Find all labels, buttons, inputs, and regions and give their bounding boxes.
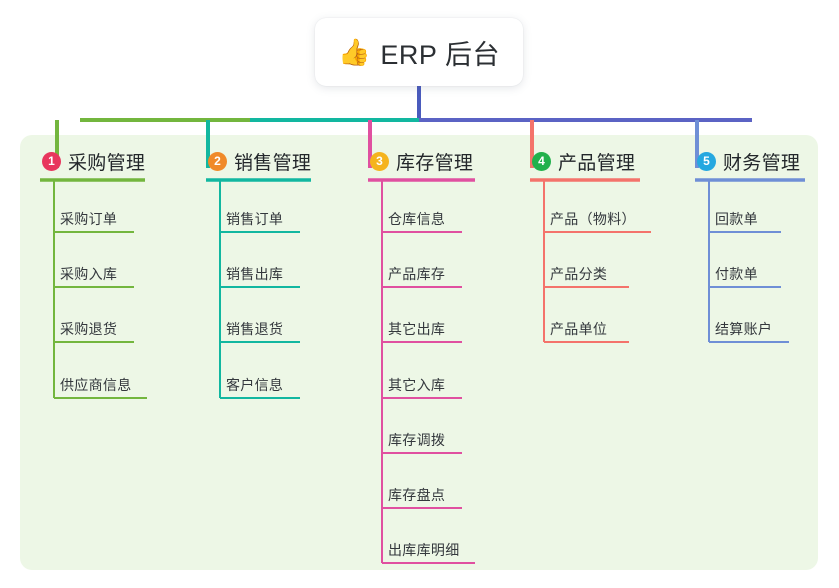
leaf-node[interactable]: 客户信息 [226, 377, 284, 393]
leaf-node[interactable]: 采购退货 [60, 321, 118, 337]
leaf-node[interactable]: 库存调拨 [388, 432, 446, 448]
leaf-node[interactable]: 其它入库 [388, 377, 446, 393]
branch-badge-1: 1 [42, 152, 61, 171]
branch-badge-5: 5 [697, 152, 716, 171]
leaf-node[interactable]: 出库库明细 [388, 542, 460, 558]
leaf-node[interactable]: 付款单 [715, 266, 758, 282]
branch-label-5: 财务管理 [723, 153, 801, 174]
leaf-node[interactable]: 结算账户 [715, 321, 773, 337]
leaf-node[interactable]: 库存盘点 [388, 487, 446, 503]
branch-header-3[interactable]: 3 库存管理 [370, 148, 473, 175]
root-node[interactable]: 👍 ERP 后台 [315, 18, 523, 86]
thumbs-up-icon: 👍 [338, 37, 371, 67]
leaf-node[interactable]: 供应商信息 [60, 377, 132, 393]
branch-label-4: 产品管理 [558, 153, 636, 174]
branch-label-2: 销售管理 [234, 153, 312, 174]
leaf-node[interactable]: 销售退货 [226, 321, 284, 337]
leaf-node[interactable]: 产品库存 [388, 266, 446, 282]
leaf-node[interactable]: 采购订单 [60, 211, 118, 227]
leaf-node[interactable]: 采购入库 [60, 266, 118, 282]
root-node-title: ERP 后台 [380, 39, 500, 70]
branch-header-2[interactable]: 2 销售管理 [208, 148, 311, 175]
branch-label-3: 库存管理 [396, 153, 474, 174]
leaf-node[interactable]: 产品单位 [550, 321, 608, 337]
leaf-node[interactable]: 产品（物料） [550, 211, 636, 227]
branch-badge-2: 2 [208, 152, 227, 171]
branch-header-4[interactable]: 4 产品管理 [532, 148, 635, 175]
leaf-node[interactable]: 销售订单 [226, 211, 284, 227]
diagram-background-panel [20, 135, 818, 570]
leaf-node[interactable]: 其它出库 [388, 321, 446, 337]
leaf-node[interactable]: 仓库信息 [388, 211, 446, 227]
branch-header-1[interactable]: 1 采购管理 [42, 148, 145, 175]
branch-badge-3: 3 [370, 152, 389, 171]
leaf-node[interactable]: 销售出库 [226, 266, 284, 282]
leaf-node[interactable]: 回款单 [715, 211, 758, 227]
branch-header-5[interactable]: 5 财务管理 [697, 148, 800, 175]
branch-badge-4: 4 [532, 152, 551, 171]
leaf-node[interactable]: 产品分类 [550, 266, 608, 282]
branch-label-1: 采购管理 [68, 153, 146, 174]
